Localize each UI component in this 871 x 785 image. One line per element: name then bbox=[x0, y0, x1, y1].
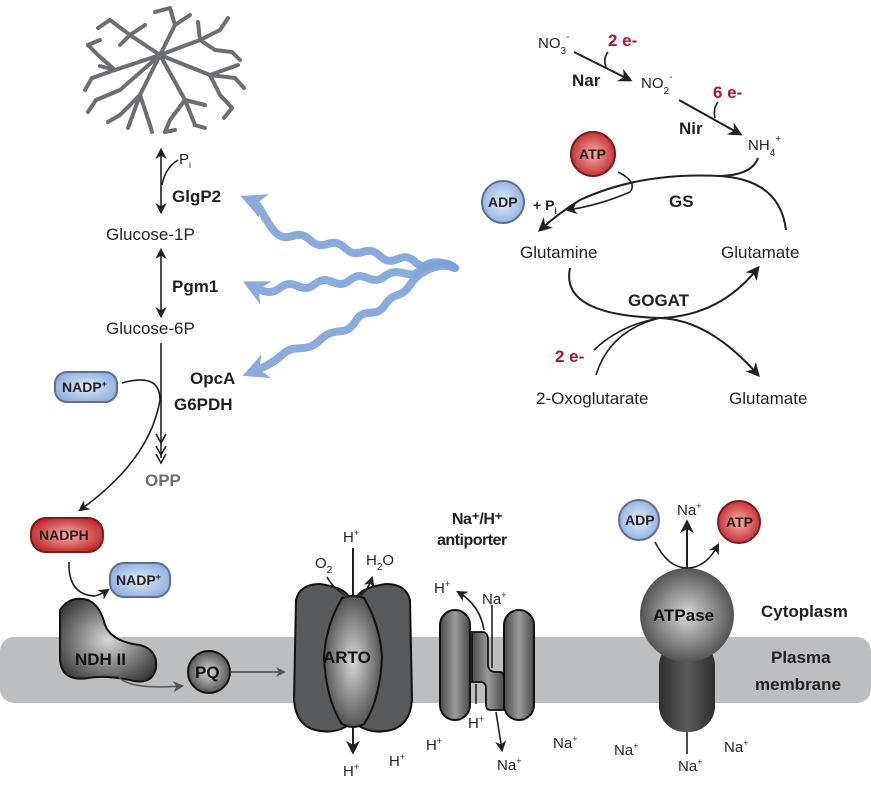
atp-label: ATP bbox=[579, 146, 606, 162]
glucose-6p: Glucose-6P bbox=[106, 319, 195, 338]
h2o-output bbox=[359, 575, 375, 597]
na-outside-3: Na+ bbox=[678, 757, 702, 775]
atp-circle bbox=[570, 131, 616, 177]
o2-input bbox=[326, 576, 347, 597]
atpase-adp-label: ADP bbox=[625, 512, 655, 528]
gs-arrow bbox=[537, 157, 759, 232]
plasma-membrane-label-1: Plasma bbox=[771, 648, 831, 667]
electrons-nar: 2 e- bbox=[608, 31, 637, 50]
atpase-adp-circle bbox=[618, 499, 660, 541]
nadph-label: NADPH bbox=[39, 527, 89, 543]
atpase-stalk bbox=[659, 640, 715, 732]
nar-electron-input bbox=[604, 51, 609, 69]
antiporter-title-line-1: Na⁺/H⁺ bbox=[452, 511, 502, 528]
gogat-oxoglutarate-input bbox=[595, 317, 661, 376]
antiporter-h-out: H+ bbox=[434, 579, 450, 597]
atpase-atp-label: ATP bbox=[726, 514, 753, 530]
enzyme-nar: Nar bbox=[572, 71, 601, 90]
antiporter-na-in: Na+ bbox=[482, 590, 506, 608]
nadph-pill bbox=[30, 517, 104, 553]
signal-wave-opca bbox=[242, 262, 459, 379]
gogat-arrow-down bbox=[659, 317, 760, 378]
gogat-electron-input bbox=[593, 317, 661, 351]
atpase-label: ATPase bbox=[653, 606, 714, 625]
plus-pi-label: + Pi bbox=[533, 197, 557, 216]
h-loose-label: H+ bbox=[389, 752, 405, 770]
pi-label: Pi bbox=[179, 151, 191, 170]
o2-label: O2 bbox=[315, 555, 333, 576]
na-outside-2: Na+ bbox=[614, 741, 638, 759]
atpase-na-top: Na+ bbox=[677, 501, 701, 519]
adp-circle bbox=[481, 180, 525, 224]
antiporter-h-in: H+ bbox=[468, 714, 484, 732]
adp-label: ADP bbox=[488, 194, 518, 210]
enzyme-nir: Nir bbox=[679, 119, 703, 138]
pi-release-arrow bbox=[161, 159, 179, 186]
signal-wave-pgm1 bbox=[242, 258, 459, 305]
na-outside-4: Na+ bbox=[724, 738, 748, 756]
arto-h-top: H+ bbox=[343, 528, 359, 546]
antiporter-left-helix bbox=[439, 609, 471, 721]
no2-label: NO2- bbox=[641, 72, 672, 97]
ndh-to-pq-arrow bbox=[117, 675, 185, 693]
enzyme-gs: GS bbox=[669, 192, 694, 211]
arto-core bbox=[322, 595, 384, 728]
antiporter-linker bbox=[471, 631, 505, 711]
nadp-out-pill bbox=[109, 562, 171, 598]
glucose-1p: Glucose-1P bbox=[106, 225, 195, 244]
h-outside-label: H+ bbox=[426, 736, 442, 754]
arrow-tick-1 bbox=[155, 433, 167, 445]
glutamine-label: Glutamine bbox=[520, 243, 597, 262]
arrow-tick-3 bbox=[155, 453, 167, 465]
antiporter-na-out: Na+ bbox=[497, 756, 521, 774]
gs-arc-right bbox=[719, 175, 787, 231]
antiporter-right-helix bbox=[503, 609, 535, 721]
cytoplasm-label: Cytoplasm bbox=[761, 602, 848, 621]
oxoglutarate-label: 2-Oxoglutarate bbox=[536, 389, 648, 408]
h2o-label: H2O bbox=[366, 552, 394, 573]
glutamate-top-label: Glutamate bbox=[721, 243, 799, 262]
nir-electron-input bbox=[713, 101, 719, 119]
glutamate-bottom-label: Glutamate bbox=[729, 389, 807, 408]
enzyme-g6pdh: G6PDH bbox=[174, 395, 233, 414]
nadp-to-nadph-arrow bbox=[78, 379, 161, 512]
nar-arrow bbox=[573, 51, 633, 82]
electrons-nir: 6 e- bbox=[713, 83, 742, 102]
enzyme-glgp2: GlgP2 bbox=[172, 187, 221, 206]
nir-arrow bbox=[678, 99, 743, 136]
electrons-gogat: 2 e- bbox=[555, 347, 584, 366]
pq-label: PQ bbox=[195, 663, 220, 682]
ndh-ii-protein bbox=[59, 597, 158, 683]
opp-label: OPP bbox=[145, 471, 181, 490]
antiporter-na-out-arrow bbox=[495, 711, 507, 753]
nadp-label: NADP+ bbox=[62, 379, 107, 395]
signal-wave-glgp2 bbox=[240, 194, 459, 272]
atpase-atp-circle bbox=[717, 500, 761, 544]
nadph-oxidation-arrow bbox=[68, 561, 110, 600]
antiporter-title-line-2: antiporter bbox=[437, 532, 507, 549]
arto-label: ARTO bbox=[323, 648, 371, 667]
enzyme-pgm1: Pgm1 bbox=[172, 277, 218, 296]
arto-h-bottom: H+ bbox=[343, 762, 359, 780]
atp-to-adp-arrow bbox=[565, 171, 634, 215]
enzyme-gogat: GOGAT bbox=[628, 291, 690, 310]
atpase-head bbox=[640, 568, 734, 662]
plasma-membrane-label-2: membrane bbox=[755, 675, 841, 694]
glycogen-icon bbox=[83, 6, 246, 134]
atpase-adp-to-atp-arrow bbox=[654, 541, 720, 569]
enzyme-opca: OpcA bbox=[190, 369, 235, 388]
na-outside-1: Na+ bbox=[553, 734, 577, 752]
nadp-pill bbox=[54, 371, 118, 403]
nadp-out-label: NADP+ bbox=[116, 572, 161, 588]
ndh-ii-label: NDH II bbox=[75, 650, 126, 669]
no3-label: NO3- bbox=[538, 32, 569, 57]
antiporter-h-out-arrow bbox=[456, 590, 485, 631]
arrow-tick-2 bbox=[155, 445, 167, 457]
nh4-label: NH4+ bbox=[748, 134, 781, 159]
